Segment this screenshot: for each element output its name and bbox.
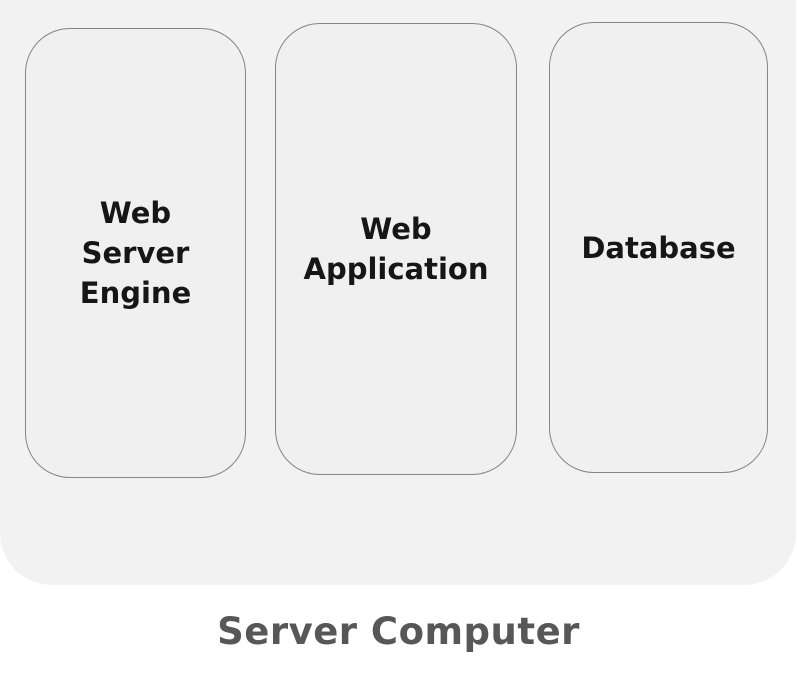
database-box: Database [549, 22, 768, 473]
label-line: Database [581, 230, 736, 265]
web-server-engine-box: Web Server Engine [25, 28, 246, 478]
label-line: Engine [79, 276, 192, 310]
label-line: Web [99, 196, 172, 230]
label-line: Application [303, 252, 489, 286]
web-server-engine-label: Web Server Engine [80, 193, 191, 313]
label-line: Server [81, 236, 190, 270]
web-application-label: Web Application [304, 209, 489, 289]
diagram-caption: Server Computer [217, 610, 580, 653]
label-line: Web [360, 212, 432, 246]
database-label: Database [581, 228, 735, 268]
web-application-box: Web Application [275, 23, 517, 475]
